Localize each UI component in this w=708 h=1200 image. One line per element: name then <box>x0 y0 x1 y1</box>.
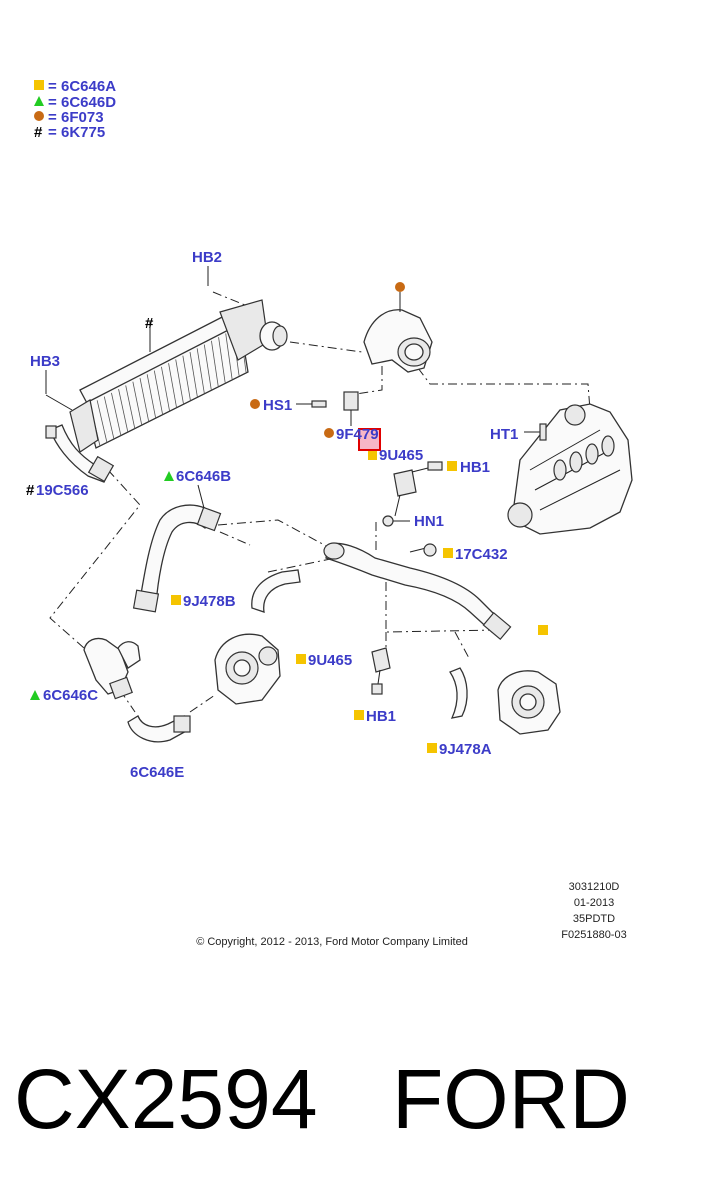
doc-date: 01-2013 <box>574 897 614 909</box>
hose-9j478b <box>251 569 301 613</box>
square-marker-icon <box>427 743 437 753</box>
intercooler-fin <box>153 370 163 415</box>
circle-marker-icon <box>250 399 260 409</box>
label-9j478a: 9J478A <box>439 741 492 758</box>
square-marker-icon <box>296 654 306 664</box>
throttle-body <box>363 292 433 373</box>
label-hb1-bottom: HB1 <box>366 708 396 725</box>
label-9u465-top: 9U465 <box>379 447 423 464</box>
label-hb1-top: HB1 <box>460 459 490 476</box>
intercooler-fin <box>161 366 170 411</box>
triangle-marker-icon <box>164 471 174 481</box>
square-marker-icon <box>354 710 364 720</box>
sensor-9u465-top <box>382 461 443 527</box>
intercooler-fin <box>218 337 226 383</box>
legend-hash-icon: # <box>34 124 43 141</box>
square-marker-icon <box>447 461 457 471</box>
label-6c646b: 6C646B <box>176 468 231 485</box>
intake-manifold <box>507 403 633 535</box>
label-hb2: HB2 <box>192 249 222 266</box>
legend-code-square: 6C646A <box>61 78 116 95</box>
highlight-box <box>358 428 381 451</box>
hash-marker-icon: # <box>26 482 35 499</box>
label-17c432: 17C432 <box>455 546 508 563</box>
intercooler-fin <box>103 396 115 440</box>
label-19c566: 19C566 <box>36 482 89 499</box>
label-9f479: 9F479 <box>336 426 379 443</box>
intercooler-fin <box>203 344 212 390</box>
intercooler-fin <box>146 374 157 418</box>
intercooler-fin <box>111 392 122 436</box>
central-tube <box>323 542 512 641</box>
legend: = 6C646A = 6C646D = 6F073 # = 6K775 <box>34 78 116 141</box>
doc-id: 3031210D <box>569 881 620 893</box>
label-9u465-bottom: 9U465 <box>308 652 352 669</box>
legend-eq: = <box>48 124 57 141</box>
label-ht1: HT1 <box>490 426 518 443</box>
brand: FORD <box>392 1052 630 1146</box>
hash-marker-icon: # <box>145 315 154 332</box>
intercooler-fin <box>168 363 177 408</box>
legend-code-circle: 6F073 <box>61 109 104 126</box>
intercooler-fin <box>189 351 198 397</box>
label-hb3: HB3 <box>30 353 60 370</box>
circle-marker-icon <box>324 428 334 438</box>
intercooler-fin <box>225 333 233 380</box>
part-number: CX2594 <box>14 1052 318 1146</box>
intercooler-fin <box>196 348 205 394</box>
intercooler-fin <box>132 381 143 425</box>
square-marker-icon <box>538 625 548 635</box>
manifold-port <box>601 435 615 457</box>
intercooler-fin <box>118 389 129 432</box>
doc-code: 35PDTD <box>573 913 615 925</box>
intercooler-fin <box>175 359 184 404</box>
intercooler <box>45 299 288 453</box>
intercooler-fin <box>139 377 150 422</box>
label-9j478b: 9J478B <box>183 593 236 610</box>
legend-circle-icon <box>34 111 44 121</box>
legend-square-icon <box>34 80 44 90</box>
legend-code-triangle: 6C646D <box>61 94 116 111</box>
turbocharger-right <box>497 670 561 735</box>
turbocharger-left <box>214 633 281 705</box>
intercooler-fin <box>182 355 191 401</box>
manifold-port <box>553 459 567 481</box>
square-marker-icon <box>171 595 181 605</box>
square-marker-icon <box>443 548 453 558</box>
hose-19c566 <box>45 424 115 483</box>
square-marker-icon <box>368 451 377 460</box>
hose-6c646e <box>127 715 191 743</box>
sensor-9u465-bottom <box>371 647 391 695</box>
triangle-marker-icon <box>30 690 40 700</box>
manifold-port <box>585 443 599 465</box>
legend-eq: = <box>48 94 57 111</box>
hose-9j478a <box>449 667 468 719</box>
doc-info: 3031210D 01-2013 35PDTD F0251880-03 © Co… <box>196 881 627 948</box>
circle-marker-icon <box>395 282 405 292</box>
footer: CX2594 FORD <box>14 1052 630 1146</box>
label-6c646c: 6C646C <box>43 687 98 704</box>
label-6c646e: 6C646E <box>130 764 184 781</box>
intercooler-fin <box>211 340 219 387</box>
intercooler-fin <box>96 400 108 443</box>
legend-code-hash: 6K775 <box>61 124 105 141</box>
manifold-port <box>569 451 583 473</box>
legend-eq: = <box>48 78 57 95</box>
legend-triangle-icon <box>34 96 44 106</box>
doc-figure: F0251880-03 <box>561 929 626 941</box>
label-hs1: HS1 <box>263 397 292 414</box>
sensor-9f479 <box>296 391 359 426</box>
label-hn1: HN1 <box>414 513 444 530</box>
elbow-6c646c <box>83 637 141 700</box>
intercooler-fin <box>125 385 136 429</box>
copyright: © Copyright, 2012 - 2013, Ford Motor Com… <box>196 936 468 948</box>
callouts: HB2 # HB3 HS1 9F479 9U465 HT1 HB1 # 19C5… <box>26 249 548 781</box>
legend-eq: = <box>48 109 57 126</box>
hose-6c646b <box>132 504 222 613</box>
